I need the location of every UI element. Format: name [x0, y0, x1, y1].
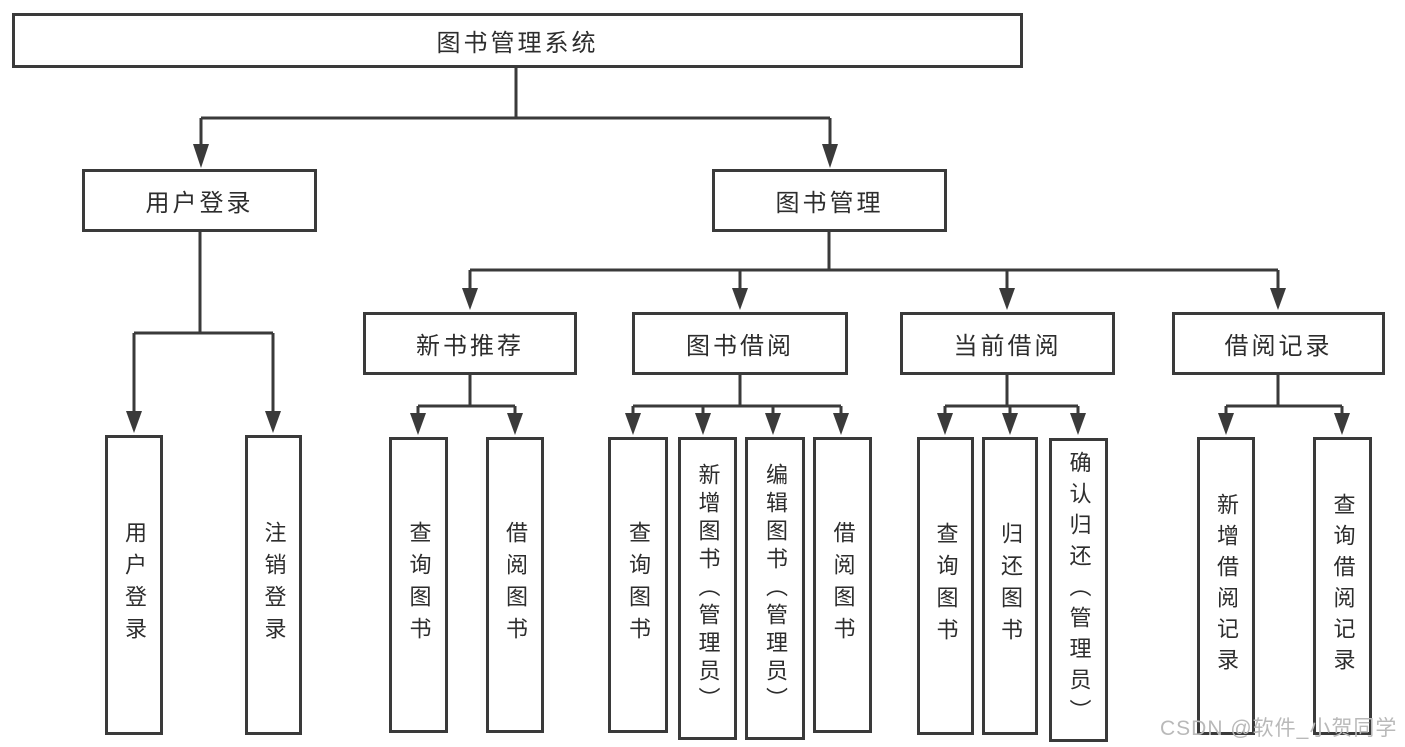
node-label: 图书管理系统 — [436, 30, 599, 57]
node-label: 归还图书 — [998, 522, 1023, 650]
node-book-management: 图书管理 — [712, 169, 947, 232]
leaf-add-borrow-record: 新增借阅记录 — [1197, 437, 1255, 735]
connector-userlogin-to-leaves — [126, 232, 281, 433]
node-label: 查询借阅记录 — [1330, 493, 1356, 679]
leaf-query-books-current: 查询图书 — [917, 437, 974, 735]
connector-records-to-leaves — [1218, 375, 1350, 435]
node-label: 借阅图书 — [830, 521, 856, 649]
connector-currentborrow-to-leaves — [937, 375, 1086, 435]
node-label: 用户登录 — [145, 190, 254, 217]
connector-newbooks-to-leaves — [410, 375, 523, 435]
node-user-login: 用户登录 — [82, 169, 317, 232]
node-label: 图书管理 — [775, 190, 884, 217]
node-current-borrowing: 当前借阅 — [900, 312, 1115, 375]
leaf-user-login: 用户登录 — [105, 435, 163, 735]
leaf-return-books: 归还图书 — [982, 437, 1038, 735]
connector-bookmgmt-to-level3 — [462, 232, 1286, 310]
leaf-query-borrow-record: 查询借阅记录 — [1313, 437, 1372, 735]
node-label: 查询图书 — [406, 521, 432, 649]
node-book-borrowing: 图书借阅 — [632, 312, 848, 375]
node-label: 确认归还（管理员） — [1066, 450, 1092, 730]
leaf-borrow-books: 借阅图书 — [813, 437, 872, 733]
node-label: 查询图书 — [626, 521, 651, 649]
node-label: 注销登录 — [261, 521, 287, 649]
leaf-logout: 注销登录 — [245, 435, 302, 735]
connector-root-to-level2 — [193, 68, 838, 168]
leaf-query-books-borrow: 查询图书 — [608, 437, 668, 733]
node-borrowing-records: 借阅记录 — [1172, 312, 1385, 375]
leaf-confirm-return-admin: 确认归还（管理员） — [1049, 438, 1108, 742]
csdn-watermark: CSDN @软件_小贺同学 — [1160, 717, 1398, 740]
node-label: 查询图书 — [933, 522, 959, 650]
node-library-system: 图书管理系统 — [12, 13, 1023, 68]
node-label: 借阅记录 — [1224, 333, 1333, 360]
node-label: 图书借阅 — [686, 333, 794, 360]
node-label: 用户登录 — [122, 521, 147, 649]
node-label: 借阅图书 — [503, 521, 528, 649]
node-label: 新增借阅记录 — [1214, 493, 1239, 679]
node-label: 新书推荐 — [416, 333, 524, 360]
leaf-add-book-admin: 新增图书（管理员） — [678, 437, 737, 740]
node-label: 编辑图书（管理员） — [763, 462, 788, 715]
leaf-query-books-recommend: 查询图书 — [389, 437, 448, 733]
leaf-edit-book-admin: 编辑图书（管理员） — [745, 437, 805, 740]
node-label: 当前借阅 — [953, 333, 1062, 360]
node-new-book-recommend: 新书推荐 — [363, 312, 577, 375]
leaf-borrow-books-recommend: 借阅图书 — [486, 437, 544, 733]
connector-bookborrow-to-leaves — [625, 375, 849, 435]
node-label: 新增图书（管理员） — [695, 462, 721, 715]
